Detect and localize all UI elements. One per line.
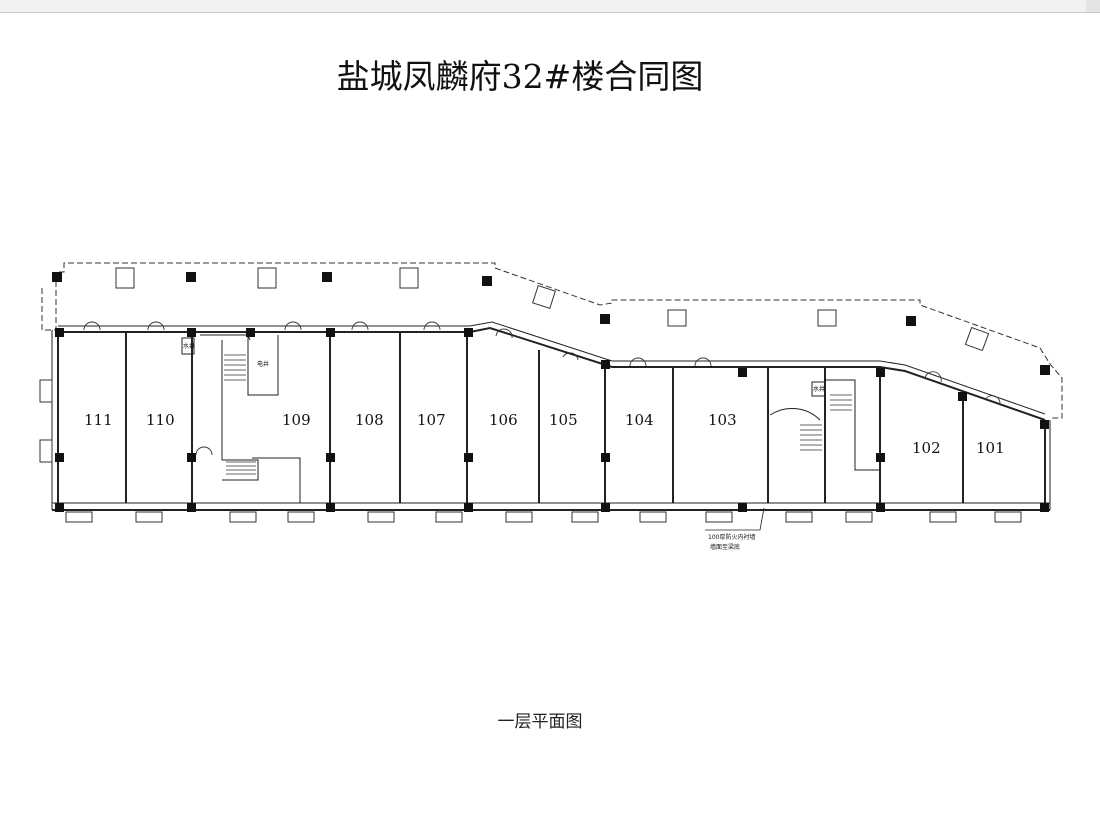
room-labels: 111 110 109 108 107 106 105 104 103 102 … <box>84 411 1005 457</box>
north-column-pads <box>39 267 990 463</box>
room-103-label: 103 <box>708 411 737 429</box>
viewer-top-bar-edge <box>1086 0 1100 12</box>
viewer-top-bar <box>0 0 1100 13</box>
room-110-label: 110 <box>146 411 175 429</box>
water-shaft-right-label: 水井 <box>813 385 825 393</box>
drawing-title: 盐城凤麟府32#楼合同图 <box>336 57 704 96</box>
lobby-arc <box>769 407 821 421</box>
room-106-label: 106 <box>489 411 518 429</box>
left-core <box>200 334 279 396</box>
water-shaft-left <box>181 337 195 355</box>
drawing-caption: 一层平面图 <box>497 712 583 732</box>
electric-shaft-label: 电井 <box>257 360 269 368</box>
north-doors <box>83 321 1001 456</box>
columns <box>52 272 1050 512</box>
firewall-note-line2: 墙面至梁底 <box>710 543 740 551</box>
room-111-label: 111 <box>84 411 113 429</box>
water-shaft-left-label: 水井 <box>183 342 195 350</box>
room-109-label: 109 <box>282 411 311 429</box>
room-104-label: 104 <box>625 411 654 429</box>
room-108-label: 108 <box>355 411 384 429</box>
small-annotations: 水井 水井 电井 100厚防火内衬墙 墙面至梁底 <box>183 342 825 551</box>
water-shaft-right <box>811 381 826 397</box>
firewall-leader <box>705 507 765 531</box>
right-stair <box>800 394 852 451</box>
south-window-pads <box>65 511 1022 523</box>
room-105-label: 105 <box>549 411 578 429</box>
left-stair <box>224 354 256 475</box>
room-102-label: 102 <box>912 439 941 457</box>
right-core <box>825 379 880 471</box>
firewall-note-line1: 100厚防火内衬墙 <box>708 533 755 541</box>
room-107-label: 107 <box>417 411 446 429</box>
room-101-label: 101 <box>976 439 1005 457</box>
canopy-outline <box>41 262 1063 419</box>
